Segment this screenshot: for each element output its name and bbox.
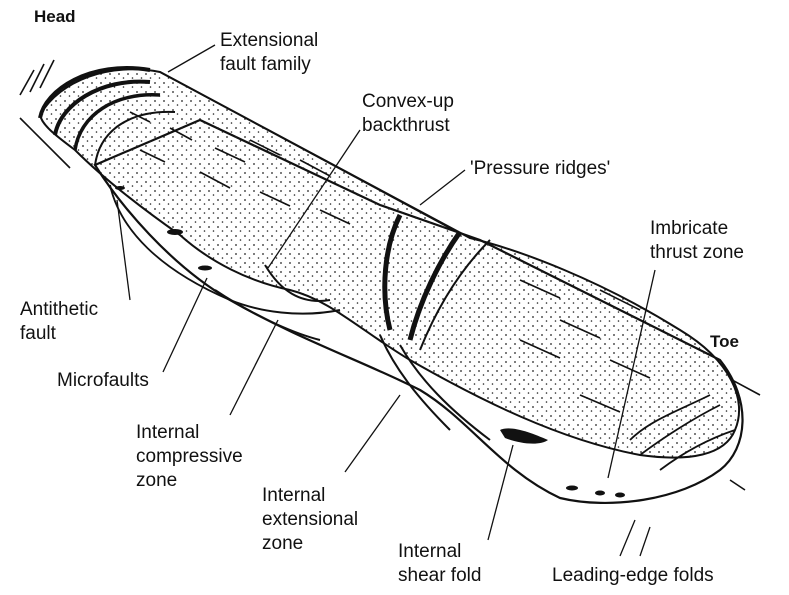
imbricate-thrust-zone-label-1: Imbricate (650, 218, 728, 240)
convex-up-backthrust-label-2: backthrust (362, 115, 450, 137)
toe-label: Toe (710, 331, 739, 353)
extensional-fault-family-label-2: fault family (220, 54, 311, 76)
extensional-fault-family-label-1: Extensional (220, 30, 318, 52)
convex-up-backthrust-label-1: Convex-up (362, 91, 454, 113)
head-label: Head (34, 6, 76, 28)
internal-extensional-zone-label-2: extensional (262, 509, 358, 531)
antithetic-fault-label-1: Antithetic (20, 299, 98, 321)
pressure-ridges-label: 'Pressure ridges' (470, 158, 610, 180)
internal-extensional-zone-label-1: Internal (262, 485, 325, 507)
internal-compressive-zone-label-3: zone (136, 470, 177, 492)
internal-compressive-zone-label-2: compressive (136, 446, 243, 468)
antithetic-fault-label-2: fault (20, 323, 56, 345)
microfaults-label: Microfaults (57, 370, 149, 392)
imbricate-thrust-zone-label-2: thrust zone (650, 242, 744, 264)
leading-edge-folds-label: Leading-edge folds (552, 565, 714, 587)
internal-shear-fold-label-2: shear fold (398, 565, 481, 587)
internal-shear-fold-label-1: Internal (398, 541, 461, 563)
internal-extensional-zone-label-3: zone (262, 533, 303, 555)
internal-compressive-zone-label-1: Internal (136, 422, 199, 444)
